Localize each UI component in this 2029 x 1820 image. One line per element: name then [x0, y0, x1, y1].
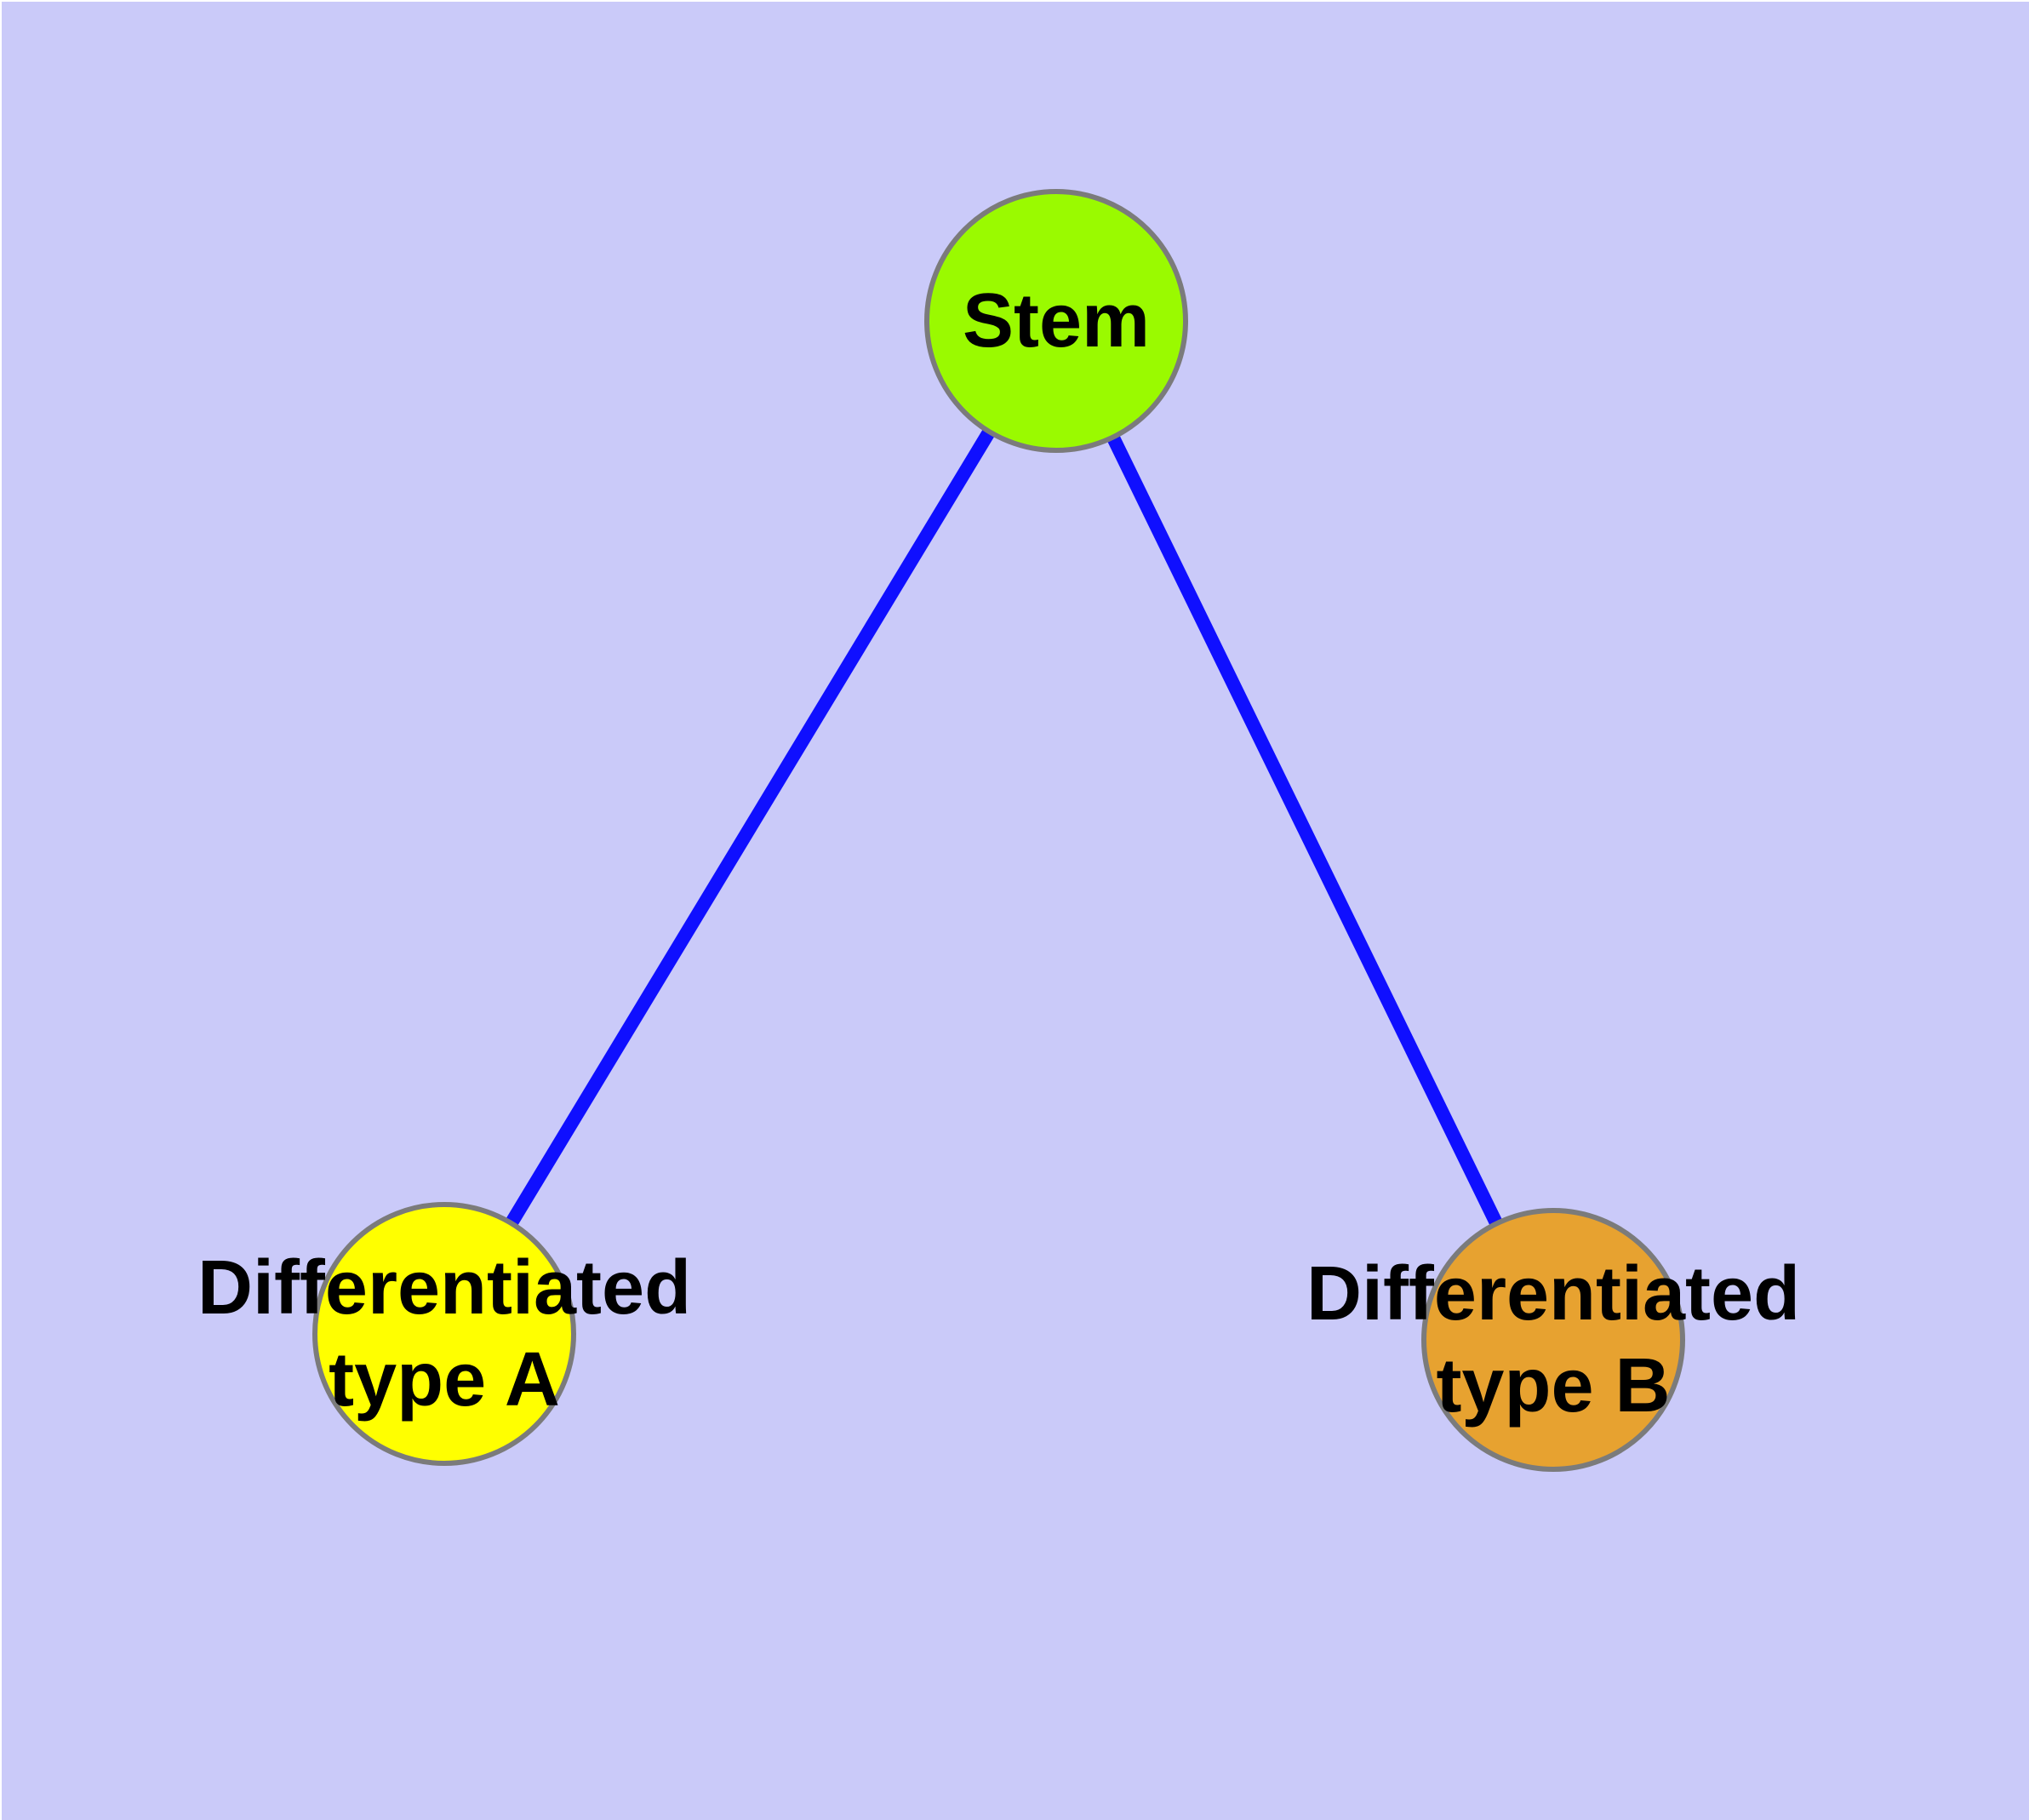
type-b-node-circle — [1421, 1208, 1685, 1472]
stem-node-circle — [924, 189, 1188, 453]
type-a-node-circle — [312, 1202, 576, 1466]
edge-stem-to-type-b — [1049, 318, 1560, 1343]
edge-stem-to-type-a — [438, 317, 1062, 1338]
